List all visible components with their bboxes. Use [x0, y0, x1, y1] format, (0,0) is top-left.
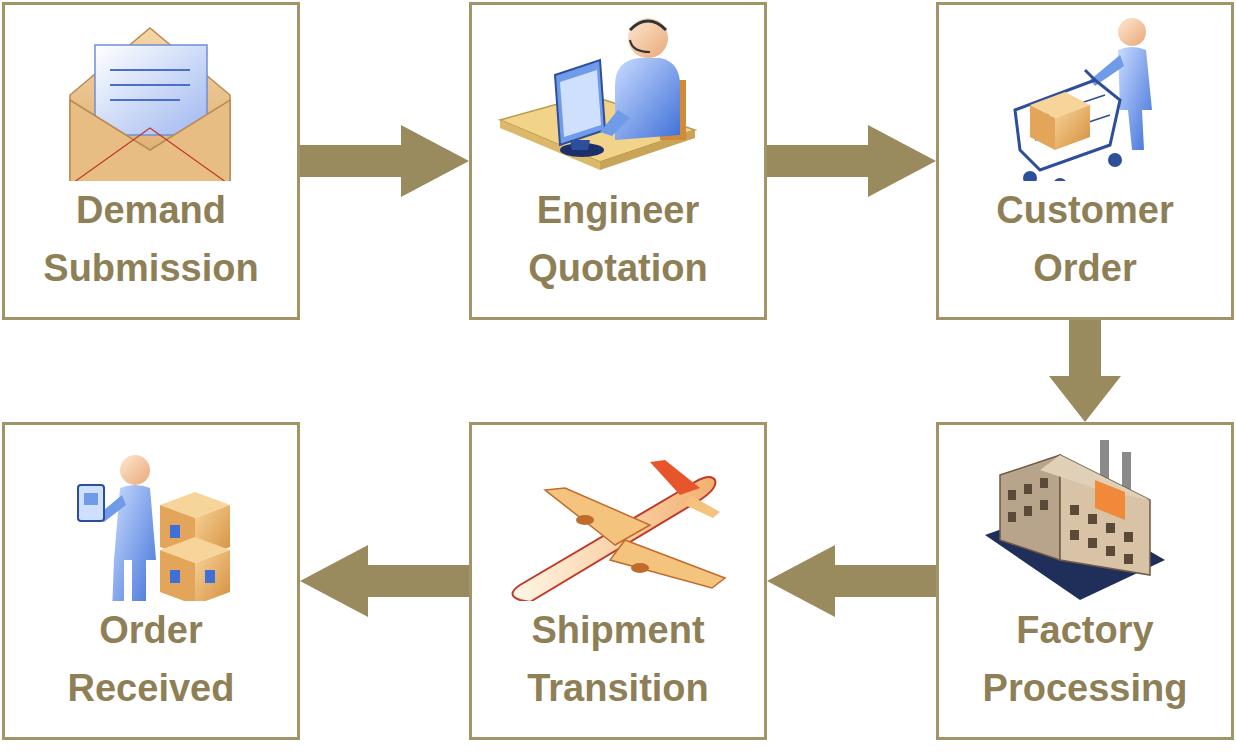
receiver-icon — [78, 455, 230, 612]
step-label: Demand Submission — [19, 181, 283, 297]
process-box: Order Received — [2, 422, 300, 740]
process-box: Factory Processing — [936, 422, 1234, 740]
flow-arrow — [300, 545, 469, 617]
process-box: Shipment Transition — [469, 422, 767, 740]
shopping-cart-icon — [1015, 18, 1152, 192]
airplane-icon — [513, 460, 726, 602]
flow-arrow — [767, 545, 936, 617]
factory-icon — [985, 440, 1165, 600]
flow-arrow — [767, 125, 936, 197]
step-label: Engineer Quotation — [486, 181, 750, 297]
envelope-icon — [70, 28, 230, 185]
step-label: Shipment Transition — [486, 601, 750, 717]
step-label: Order Received — [19, 601, 283, 717]
process-box: Demand Submission — [2, 2, 300, 320]
step-label: Factory Processing — [953, 601, 1217, 717]
step-label: Customer Order — [953, 181, 1217, 297]
flow-arrow — [300, 125, 469, 197]
flow-arrow — [1049, 320, 1121, 422]
engineer-icon — [500, 18, 695, 170]
process-box: Customer Order — [936, 2, 1234, 320]
process-box: Engineer Quotation — [469, 2, 767, 320]
